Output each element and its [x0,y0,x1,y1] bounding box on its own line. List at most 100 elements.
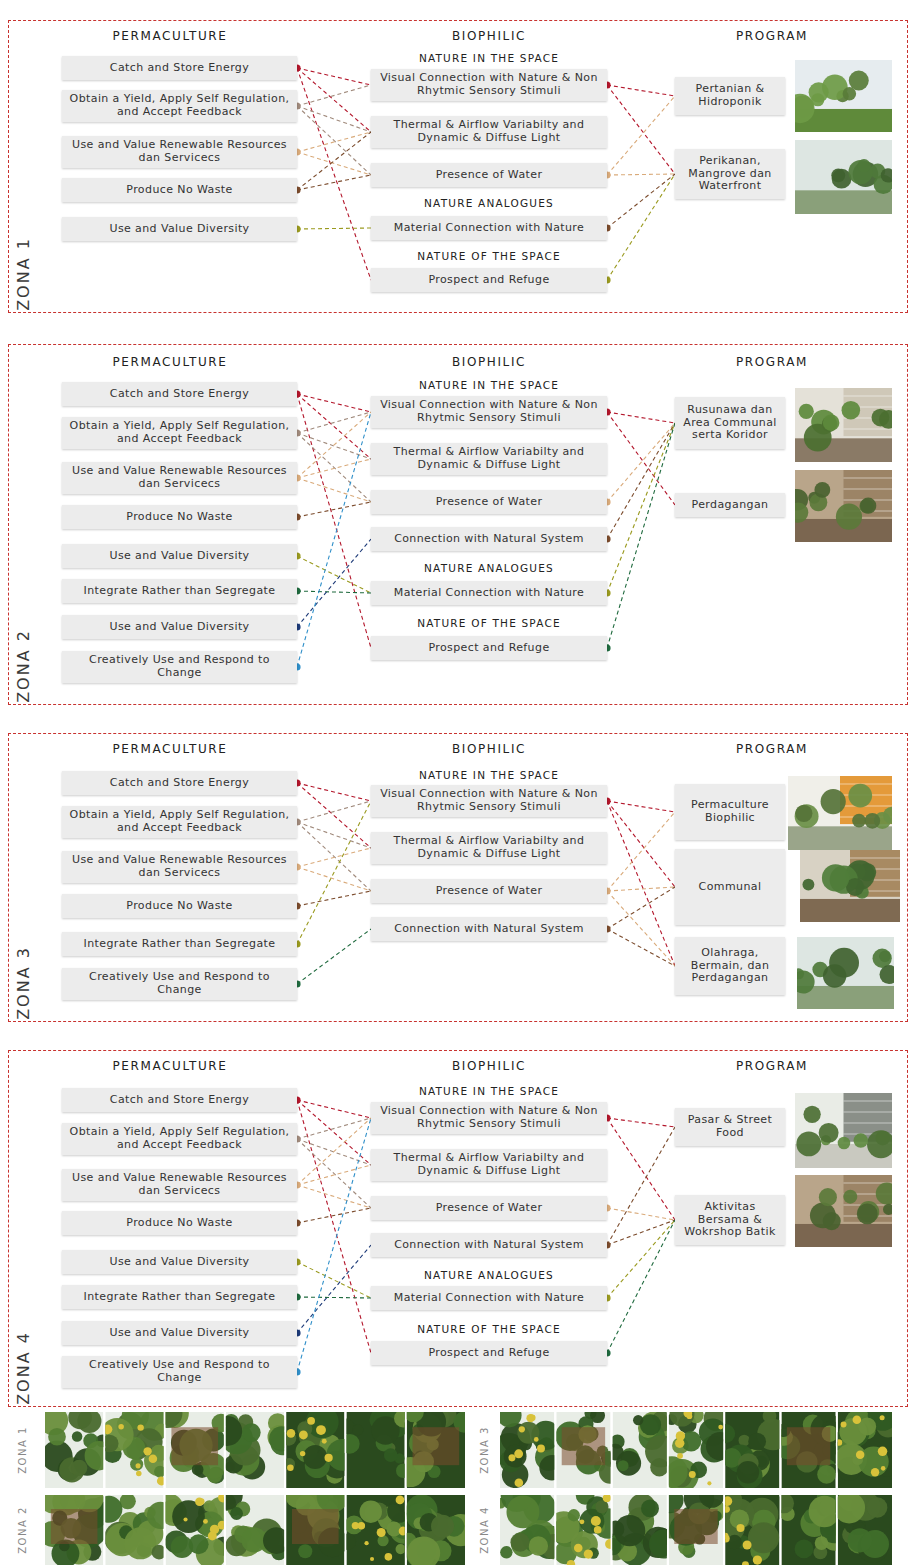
plant-flower [605,1539,610,1549]
plant-foliage [858,1446,888,1476]
plant-photo [166,1412,224,1488]
plant-foliage [867,1497,887,1517]
dashed-connector [297,801,371,822]
dashed-connector [297,783,371,848]
section-heading: NATURE ANALOGUES [424,562,554,574]
photo-foliage [848,160,872,184]
section-heading: NATURE IN THE SPACE [419,769,559,781]
photo-building-line [844,489,893,490]
photo-foliage [852,814,866,828]
plant-foliage [352,1424,363,1435]
program-box: Permaculture Biophilic [675,784,785,840]
box-text: Creatively Use and Respond to Change [68,971,291,996]
box-text: Perdagangan [692,499,769,512]
plant-foliage [670,1412,695,1427]
permaculture-box: Creatively Use and Respond to Change [62,651,297,682]
plant-flower [594,1526,602,1534]
plant-flower [325,1454,333,1462]
plant-photo [556,1412,610,1488]
box-text: Prospect and Refuge [428,1347,549,1360]
plant-foliage [641,1499,659,1517]
plant-photo [45,1495,103,1565]
photo-foliage [795,94,815,123]
dashed-connector [297,1139,371,1208]
plant-flower [881,1466,886,1471]
program-box: Perikanan, Mangrove dan Waterfront [675,149,785,199]
plant-foliage [737,1461,759,1483]
plant-foliage [781,1495,794,1513]
photo-foliage [797,968,804,979]
program-photo [795,1093,892,1168]
dashed-connector [297,1245,371,1333]
biophilic-box: Material Connection with Nature [371,216,607,240]
permaculture-box: Catch and Store Energy [62,771,297,795]
biophilic-box: Connection with Natural System [371,527,607,551]
plant-flower [707,1481,711,1485]
plant-flower [718,1425,723,1430]
plant-flower [677,1453,683,1459]
plant-flower [534,1437,539,1442]
plant-flower [183,1517,187,1521]
dashed-connector [297,1185,371,1208]
photo-foliage [860,498,876,514]
photo-ground [795,190,892,214]
permaculture-box: Use and Value Renewable Resources dan Se… [62,136,297,167]
plant-foliage [303,1445,327,1469]
column-heading: PROGRAM [736,742,808,756]
column-heading: PROGRAM [736,29,808,43]
plant-foliage [105,1435,118,1453]
dashed-connector [297,68,371,85]
plant-flower [300,1451,305,1456]
zone-label: ZONA 4 [479,1506,490,1554]
section-heading: NATURE IN THE SPACE [419,1085,559,1097]
photo-foliage [872,409,890,427]
plant-foliage [230,1507,243,1520]
zone-title: ZONA 3 [14,946,33,1020]
section-heading: NATURE OF THE SPACE [417,1323,561,1335]
plant-flower [526,1414,534,1422]
box-text: Creatively Use and Respond to Change [68,654,291,679]
biophilic-box: Visual Connection with Nature & Non Rhyt… [371,1102,607,1133]
biophilic-box: Presence of Water [371,879,607,903]
dashed-connector [297,1100,371,1353]
plant-foliage [413,1427,460,1465]
photo-foliage [843,1190,857,1204]
dashed-connector [297,412,371,667]
column-heading: PERMACULTURE [113,29,228,43]
box-text: Produce No Waste [126,511,232,524]
plant-photo [105,1495,163,1565]
column-heading: PROGRAM [736,355,808,369]
photo-foliage [823,964,846,987]
box-text: Thermal & Airflow Variabilty and Dynamic… [377,446,601,471]
dashed-connector [607,423,675,648]
plant-foliage [529,1536,548,1555]
box-text: Visual Connection with Nature & Non Rhyt… [377,72,601,97]
box-text: Rusunawa dan Area Communal serta Koridor [681,404,779,442]
zone-band: ZONA 2Catch and Store EnergyObtain a Yie… [8,344,908,705]
biophilic-box: Material Connection with Nature [371,581,607,605]
section-heading: NATURE IN THE SPACE [419,379,559,391]
biophilic-box: Connection with Natural System [371,1233,607,1257]
box-text: Visual Connection with Nature & Non Rhyt… [377,1105,601,1130]
dashed-connector [297,394,371,412]
dashed-connector [607,174,675,175]
plant-foliage [817,1465,835,1484]
plant-photo [105,1412,163,1488]
dashed-connector [607,801,675,887]
zone-label: ZONA 3 [479,1426,490,1474]
box-text: Connection with Natural System [394,923,584,936]
dashed-connector [607,1220,675,1353]
box-text: Use and Value Renewable Resources dan Se… [68,465,291,490]
plant-photo [781,1495,835,1565]
plant-flower [307,1417,315,1425]
biophilic-box: Visual Connection with Nature & Non Rhyt… [371,785,607,816]
dashed-connector [297,822,371,891]
plant-foliage [269,1426,284,1451]
plant-flower [725,1496,732,1506]
dashed-connector [297,394,371,648]
photo-foliage [819,1188,837,1206]
plant-flower [118,1424,124,1430]
plant-foliage [360,1500,382,1522]
biophilic-box: Visual Connection with Nature & Non Rhyt… [371,396,607,427]
plant-photo [45,1412,103,1488]
